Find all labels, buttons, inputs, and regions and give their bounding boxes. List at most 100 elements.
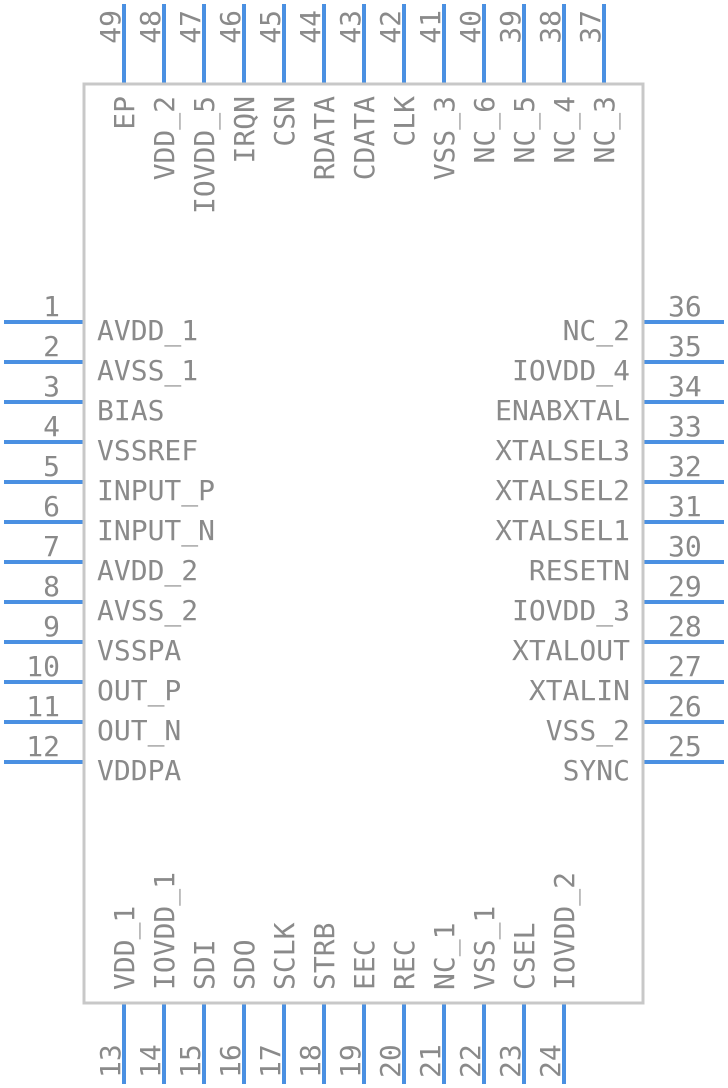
- pin-number: 45: [254, 10, 287, 44]
- pin-name: IOVDD_1: [148, 872, 182, 990]
- pin-name: VDD_2: [148, 96, 182, 180]
- pin-number: 26: [668, 690, 702, 723]
- pin-number: 2: [43, 330, 60, 363]
- pin-name: OUT_P: [97, 674, 181, 708]
- pin-name: CSEL: [508, 923, 541, 990]
- pin-number: 35: [668, 330, 702, 363]
- pin-name: SDO: [228, 939, 261, 990]
- pin-number: 36: [668, 290, 702, 323]
- pin-number: 23: [494, 1044, 527, 1078]
- pin-name: SCLK: [268, 922, 301, 990]
- pin-number: 25: [668, 730, 702, 763]
- pin-number: 22: [454, 1044, 487, 1078]
- pin-number: 46: [214, 10, 247, 44]
- pin-number: 40: [454, 10, 487, 44]
- pin-number: 1: [43, 290, 60, 323]
- pin-number: 32: [668, 450, 702, 483]
- pin-name: AVDD_2: [97, 554, 198, 588]
- pin-name: NC_2: [563, 314, 630, 348]
- pin-number: 17: [254, 1044, 287, 1078]
- pin-number: 24: [534, 1044, 567, 1078]
- pins-layer: [4, 4, 724, 1084]
- pin-number: 21: [414, 1044, 447, 1078]
- pin-number: 19: [334, 1044, 367, 1078]
- pin-number: 49: [94, 10, 127, 44]
- pin-name: NC_3: [588, 96, 622, 163]
- pin-number: 4: [43, 410, 60, 443]
- pin-name: VDDPA: [97, 754, 181, 787]
- pin-number: 10: [26, 650, 60, 683]
- pin-number: 48: [134, 10, 167, 44]
- pin-name: XTALSEL1: [495, 514, 630, 547]
- pin-name: REC: [388, 939, 421, 990]
- pin-name: XTALSEL2: [495, 474, 630, 507]
- pin-number: 39: [494, 10, 527, 44]
- pin-name: XTALIN: [529, 674, 630, 707]
- pin-name: EP: [108, 96, 141, 130]
- pin-number: 20: [374, 1044, 407, 1078]
- pin-name: INPUT_P: [97, 474, 215, 508]
- pin-name: CLK: [388, 96, 421, 147]
- pin-name: VDD_1: [108, 906, 142, 990]
- pin-number: 12: [26, 730, 60, 763]
- pin-number: 13: [94, 1044, 127, 1078]
- pin-name: RDATA: [308, 96, 341, 180]
- pin-name: SDI: [188, 939, 221, 990]
- pin-name: SYNC: [563, 754, 630, 787]
- pin-name: IOVDD_2: [548, 872, 582, 990]
- pin-number: 33: [668, 410, 702, 443]
- pin-name: VSSPA: [97, 634, 181, 667]
- pin-number: 18: [294, 1044, 327, 1078]
- pin-name: BIAS: [97, 394, 164, 427]
- pin-number: 44: [294, 10, 327, 44]
- pin-number: 47: [174, 10, 207, 44]
- pin-name: VSS_2: [546, 714, 630, 748]
- pin-number: 14: [134, 1044, 167, 1078]
- pin-name: CSN: [268, 96, 301, 147]
- pin-number: 29: [668, 570, 702, 603]
- pin-number: 7: [43, 530, 60, 563]
- pin-name: NC_1: [428, 923, 462, 990]
- pin-number: 28: [668, 610, 702, 643]
- pin-number: 31: [668, 490, 702, 523]
- pin-name: ENABXTAL: [495, 394, 630, 427]
- pin-name: STRB: [308, 923, 341, 990]
- pin-number: 15: [174, 1044, 207, 1078]
- pin-name: IOVDD_5: [188, 96, 222, 214]
- pin-name: IOVDD_3: [512, 594, 630, 628]
- pin-name: RESETN: [529, 554, 630, 587]
- pin-number: 16: [214, 1044, 247, 1078]
- pin-number: 11: [26, 690, 60, 723]
- pin-name: NC_5: [508, 96, 542, 163]
- pin-name: VSS_3: [428, 96, 462, 180]
- pin-name: XTALOUT: [512, 634, 630, 667]
- pin-name: INPUT_N: [97, 514, 215, 548]
- pin-number: 30: [668, 530, 702, 563]
- pin-number: 42: [374, 10, 407, 44]
- pin-name: VSS_1: [468, 906, 502, 990]
- pin-number: 41: [414, 10, 447, 44]
- pin-name: AVSS_2: [97, 594, 198, 628]
- pin-name: AVSS_1: [97, 354, 198, 388]
- pin-name: NC_6: [468, 96, 502, 163]
- pin-number: 5: [43, 450, 60, 483]
- pin-number: 37: [574, 10, 607, 44]
- pin-number: 43: [334, 10, 367, 44]
- pin-name: AVDD_1: [97, 314, 198, 348]
- pin-name: XTALSEL3: [495, 434, 630, 467]
- pin-name: EEC: [348, 939, 381, 990]
- pin-name: OUT_N: [97, 714, 181, 748]
- pin-number: 8: [43, 570, 60, 603]
- ic-body: [82, 82, 645, 1005]
- pin-number: 3: [43, 370, 60, 403]
- pin-name: NC_4: [548, 96, 582, 163]
- pin-number: 6: [43, 490, 60, 523]
- pin-name: VSSREF: [97, 434, 198, 467]
- pin-name: CDATA: [348, 96, 381, 180]
- pin-number: 9: [43, 610, 60, 643]
- pin-name: IOVDD_4: [512, 354, 630, 388]
- pin-number: 27: [668, 650, 702, 683]
- pin-name: IRQN: [228, 96, 261, 163]
